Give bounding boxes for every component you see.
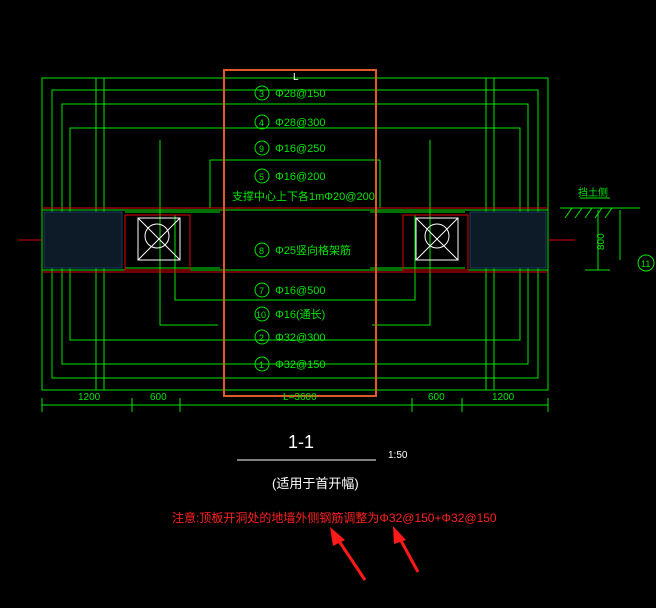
- dim-4: 1200: [492, 392, 515, 403]
- opening-frame: [223, 69, 377, 397]
- rebar-number-circle: [254, 306, 270, 322]
- rebar-number: 3: [259, 89, 264, 99]
- rebar-label: 支撑中心上下各1mΦ20@200: [232, 189, 375, 203]
- note-arrows: [330, 526, 420, 581]
- rebar-number-circle: [254, 329, 270, 345]
- wall-band: [18, 207, 575, 273]
- rebar-label: Φ16(通长): [275, 308, 325, 321]
- rebar-label: Φ28@300: [275, 117, 326, 129]
- dim-3: 600: [428, 392, 445, 403]
- strut-left: [137, 217, 181, 261]
- rebar-labels: 3 Φ28@150 4 Φ28@300 9 Φ16@250 5 Φ16@200 支撑中心上下各1…: [232, 85, 375, 372]
- rebar-label: Φ25竖向格架筋: [275, 243, 351, 257]
- wall-hatch: [43, 211, 547, 269]
- rebar-number-circle: [254, 85, 270, 101]
- rebar-number: 10: [256, 310, 266, 320]
- rebar-number: 8: [259, 246, 264, 256]
- rebar-number-circle: [254, 282, 270, 298]
- rebar-number: 7: [259, 286, 264, 296]
- scale-label: 1:50: [388, 450, 408, 461]
- rebar-number-circle: [254, 356, 270, 372]
- rebar-label: Φ16@200: [275, 171, 326, 183]
- soil-marker: [560, 197, 640, 271]
- rebar-number-circle: [254, 242, 270, 258]
- rebar-number-circle: [254, 168, 270, 184]
- soil-label: 挡土侧: [578, 186, 608, 199]
- dim-2: 600: [150, 392, 167, 403]
- rebar-label: Φ32@300: [275, 332, 326, 344]
- subtitle: (适用于首开幅): [272, 476, 359, 491]
- section-title: 1-1: [288, 432, 314, 452]
- strut-right: [415, 217, 459, 261]
- rebar-label: Φ16@250: [275, 143, 326, 155]
- bottom-dim-label: L=3600: [283, 392, 317, 403]
- height-dim: 800: [596, 233, 607, 250]
- rebar-number-circle: [254, 140, 270, 156]
- rebar-number: 9: [259, 144, 264, 154]
- rebar-number: 1: [259, 360, 264, 370]
- right-marker: 11: [641, 259, 650, 269]
- rebar-number: 2: [259, 333, 264, 343]
- rebar-label: Φ28@150: [275, 88, 326, 100]
- note-text: 注意:顶板开洞处的地墙外侧钢筋调整为Φ32@150+Φ32@150: [172, 510, 497, 525]
- rebar-number: 4: [259, 118, 264, 128]
- marker-circle: [637, 254, 655, 272]
- rebar-label: Φ32@150: [275, 359, 326, 371]
- top-dim-label: L: [293, 72, 299, 83]
- dim-1: 1200: [78, 392, 101, 403]
- rebar-number: 5: [259, 172, 264, 182]
- rebar-number-circle: [254, 114, 270, 130]
- rebar-label: Φ16@500: [275, 285, 326, 297]
- bottom-dimension-line: [41, 398, 549, 412]
